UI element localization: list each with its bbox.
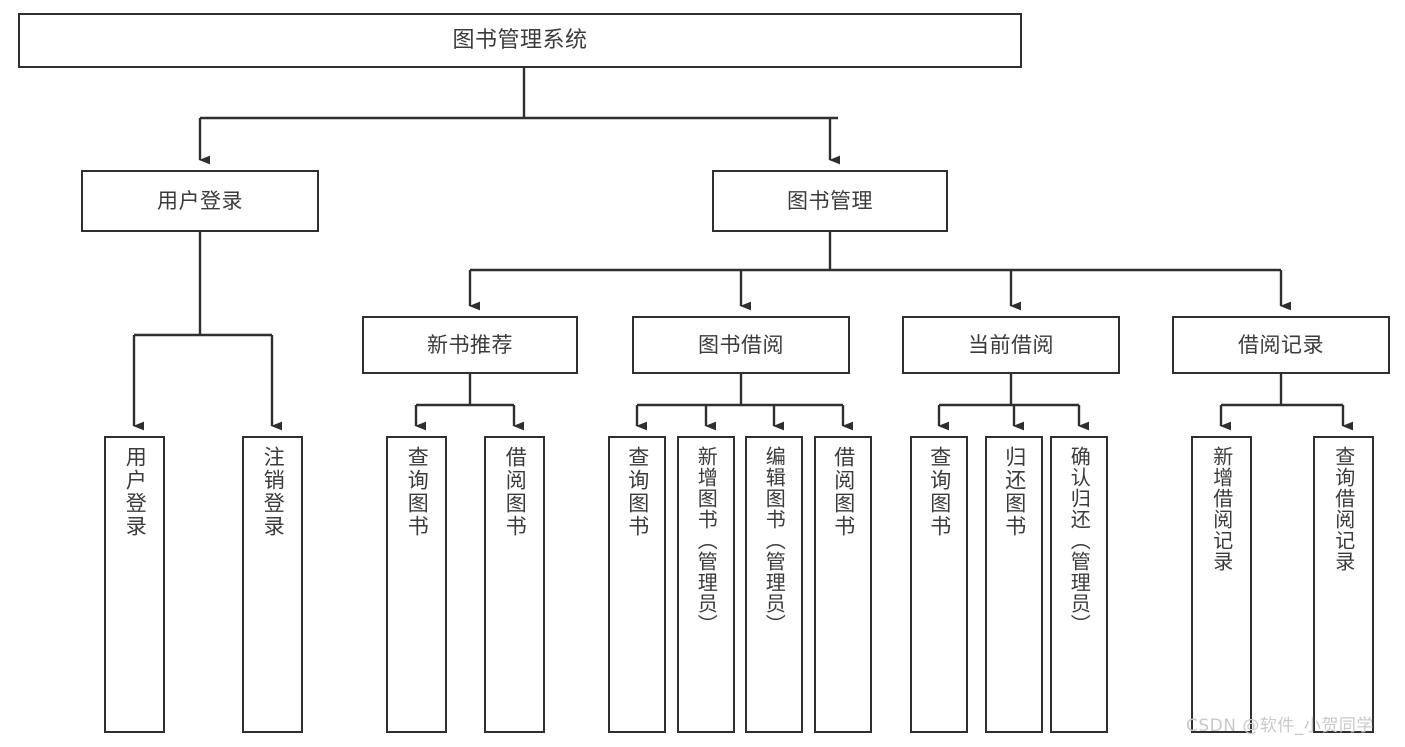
node-book-management-label: 图书管理 [787,188,873,213]
leaf-confirm-return-admin-label: 确认归还（管理员） [1067,446,1092,635]
leaf-borrow-book-recommend[interactable]: 借阅图书 [484,436,545,733]
node-root-label: 图书管理系统 [452,27,588,53]
leaf-query-book-borrow-label: 查询图书 [625,446,650,538]
leaf-borrow-book-recommend-label: 借阅图书 [503,446,528,538]
node-user-login-label: 用户登录 [157,188,243,213]
leaf-return-book[interactable]: 归还图书 [985,436,1043,733]
node-book-management[interactable]: 图书管理 [712,170,948,232]
leaf-logout[interactable]: 注销登录 [242,436,303,733]
node-borrow-record[interactable]: 借阅记录 [1172,316,1390,374]
node-root[interactable]: 图书管理系统 [18,13,1022,68]
leaf-borrow-book[interactable]: 借阅图书 [814,436,872,733]
node-book-borrow-label: 图书借阅 [698,332,784,357]
leaf-confirm-return-admin[interactable]: 确认归还（管理员） [1050,436,1108,733]
leaf-borrow-book-label: 借阅图书 [831,446,856,538]
leaf-return-book-label: 归还图书 [1002,446,1027,538]
leaf-query-borrow-record-label: 查询借阅记录 [1331,446,1356,572]
leaf-add-borrow-record-label: 新增借阅记录 [1209,446,1234,572]
node-user-login[interactable]: 用户登录 [81,170,319,232]
node-borrow-record-label: 借阅记录 [1238,332,1324,357]
node-current-borrow[interactable]: 当前借阅 [902,316,1120,374]
node-new-book-recommend[interactable]: 新书推荐 [362,316,578,374]
leaf-query-borrow-record[interactable]: 查询借阅记录 [1313,436,1374,733]
leaf-add-borrow-record[interactable]: 新增借阅记录 [1191,436,1252,733]
leaf-add-book-admin-label: 新增图书（管理员） [694,446,719,635]
leaf-add-book-admin[interactable]: 新增图书（管理员） [677,436,735,733]
leaf-query-book-recommend[interactable]: 查询图书 [386,436,447,733]
leaf-query-book-borrow[interactable]: 查询图书 [608,436,666,733]
leaf-edit-book-admin[interactable]: 编辑图书（管理员） [745,436,803,733]
leaf-user-login-label: 用户登录 [123,446,148,538]
leaf-query-book-recommend-label: 查询图书 [405,446,430,538]
node-current-borrow-label: 当前借阅 [968,332,1054,357]
node-new-book-recommend-label: 新书推荐 [427,332,513,357]
leaf-query-book-current-label: 查询图书 [927,446,952,538]
watermark-text: CSDN @软件_小贺同学 [1186,716,1374,736]
leaf-query-book-current[interactable]: 查询图书 [910,436,968,733]
leaf-user-login[interactable]: 用户登录 [104,436,165,733]
leaf-edit-book-admin-label: 编辑图书（管理员） [762,446,787,635]
leaf-logout-label: 注销登录 [261,446,286,538]
node-book-borrow[interactable]: 图书借阅 [632,316,850,374]
